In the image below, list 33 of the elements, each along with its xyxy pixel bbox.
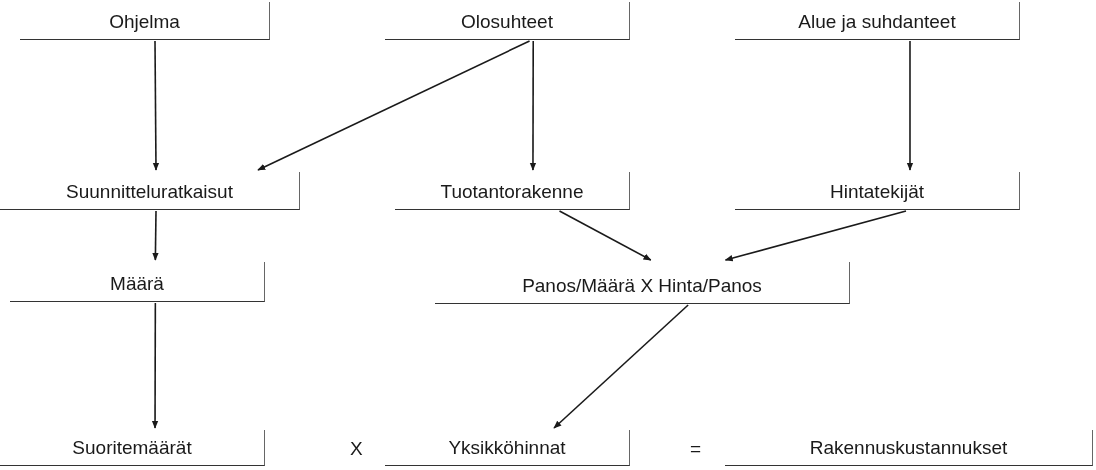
text-box — [735, 172, 1020, 210]
arrow — [152, 40, 160, 171]
node-label: Tuotantorakenne — [440, 181, 584, 203]
text-box — [10, 262, 265, 302]
node-label: Hintatekijät — [830, 181, 924, 203]
text-box — [725, 430, 1093, 466]
node-label: Panos/Määrä X Hinta/Panos — [522, 275, 762, 297]
arrow — [724, 210, 907, 262]
node-label: Määrä — [110, 273, 164, 295]
arrow — [151, 302, 159, 429]
node-label: Suunnitteluratkaisut — [66, 181, 233, 203]
node-label: Alue ja suhdanteet — [798, 11, 956, 33]
text-box — [20, 2, 270, 40]
node-label: Yksikköhinnat — [448, 437, 566, 459]
text-box — [435, 262, 850, 304]
node-label: Rakennuskustannukset — [809, 437, 1008, 459]
text-box — [385, 430, 630, 466]
node-label: Ohjelma — [109, 11, 180, 33]
arrow — [558, 210, 652, 261]
arrow — [257, 40, 531, 171]
node-label: Suoritemäärät — [72, 437, 192, 459]
text-box — [395, 172, 630, 210]
operator-symbol: = — [690, 438, 702, 460]
text-box — [385, 2, 630, 40]
arrow — [906, 40, 914, 171]
arrow — [529, 40, 537, 171]
node-label: Olosuhteet — [461, 11, 553, 33]
text-box — [0, 172, 300, 210]
arrow — [553, 304, 689, 429]
operator-symbol: X — [350, 438, 363, 460]
text-box — [735, 2, 1020, 40]
text-box — [0, 430, 265, 466]
arrow — [152, 210, 159, 261]
